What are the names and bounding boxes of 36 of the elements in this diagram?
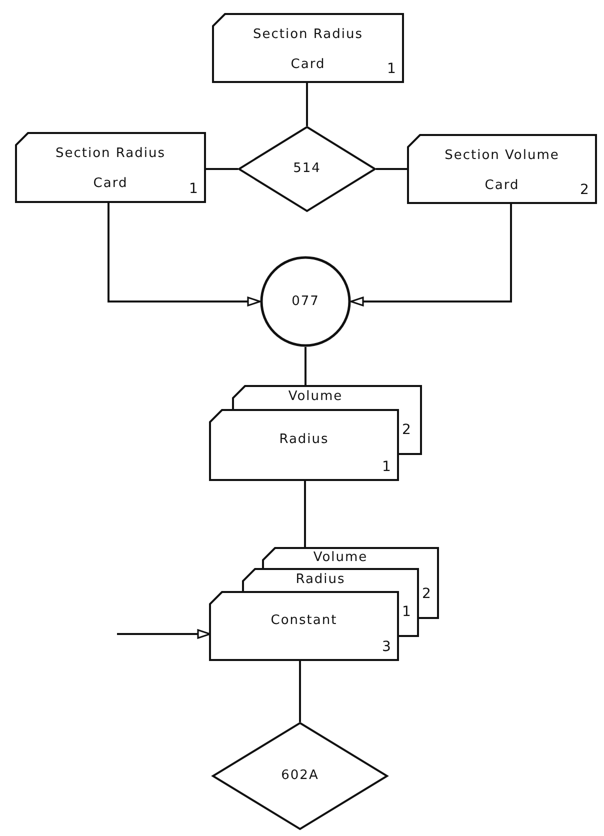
card-label: Section Volume Card (444, 147, 560, 195)
decision-diamond (238, 126, 376, 212)
flow-arrow (108, 202, 261, 306)
flow-line (376, 168, 408, 170)
decision-label: 514 (292, 160, 322, 178)
punched-card (16, 133, 205, 202)
flow-arrow (350, 203, 512, 306)
card-deck (210, 386, 421, 480)
card-number: 1 (382, 459, 391, 475)
flow-line (304, 347, 306, 386)
card-deck (210, 548, 438, 660)
card-label: Radius (278, 431, 330, 449)
decision-label: 602A (280, 767, 320, 785)
card-label: Constant (270, 612, 338, 630)
card-number: 2 (580, 182, 589, 198)
flow-arrow (117, 629, 211, 639)
card-label: Volume (287, 388, 344, 406)
decision-diamond (212, 722, 388, 830)
flow-line (304, 480, 306, 548)
card-number: 2 (402, 422, 411, 438)
card-label: Section Radius Card (54, 145, 167, 193)
connector-label: 077 (290, 292, 320, 310)
card-number: 1 (387, 61, 396, 77)
flow-line (306, 82, 308, 126)
flow-line (299, 660, 301, 722)
card-number: 2 (422, 586, 431, 602)
card-label: Radius (294, 570, 346, 588)
flow-line (205, 168, 238, 170)
punched-card (213, 14, 403, 82)
card-number: 1 (402, 604, 411, 620)
punched-card (408, 135, 596, 203)
connector-circle (260, 256, 351, 347)
card-number: 1 (189, 181, 198, 197)
card-label: Section Radius Card (252, 26, 364, 74)
card-label: Volume (312, 548, 369, 566)
card-number: 3 (382, 639, 391, 655)
